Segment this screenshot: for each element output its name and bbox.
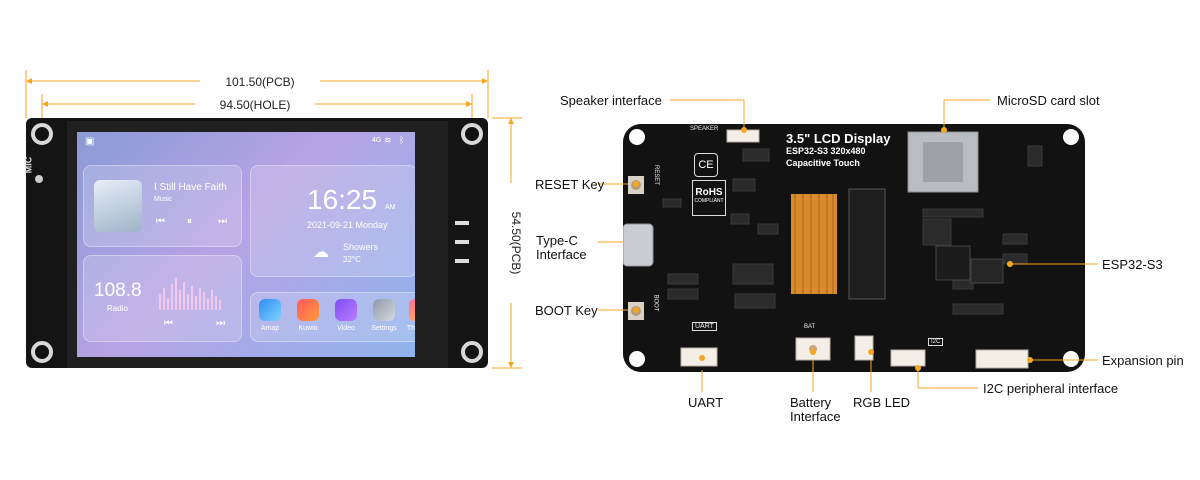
mic-icon [35,175,43,183]
side-mark [455,240,469,244]
silk-i2c: I2C [928,338,944,346]
side-mark [455,259,469,263]
radio-card[interactable]: 108.8 Radio ⏮ ⏭ [83,255,242,342]
bluetooth-icon: ᛒ [399,135,405,145]
status-signal: 4G [372,137,382,144]
app-label: Settings [371,325,397,332]
silk-speaker: SPEAKER [690,126,719,132]
callout-rgb: RGB LED [853,395,911,410]
callout-reset: RESET Key [535,177,605,192]
audio-visualizer [159,278,221,310]
rohs-sub: COMPLIANT [694,198,724,204]
app-dock: Amap Kuwio Video Settings Th [250,292,415,342]
rohs-text: RoHS [695,187,723,198]
callout-boot: BOOT Key [535,303,598,318]
app-label: Video [337,325,355,332]
hole-width-label: 94.50(HOLE) [195,98,315,112]
board-title: 3.5" LCD Display [786,131,891,146]
callout-typec-2: Interface [536,247,587,262]
album-art [94,180,142,232]
board-subtitle: ESP32-S3 320x480 [786,146,866,156]
next-icon[interactable]: ⏭ [218,216,227,227]
app-label: Amap [260,325,280,332]
app-label: Kuwio [298,325,318,332]
callout-i2c: I2C peripheral interface [983,381,1119,396]
theme-icon[interactable] [409,299,415,321]
rohs-mark: RoHS COMPLIANT [692,180,726,216]
lcd-screen: ▣ 4G ≋ ᛒ I Still Have Faith Music ⏮ ⏸ ⏭ … [77,132,415,357]
prev-icon[interactable]: ⏮ [164,318,173,329]
video-icon[interactable] [335,299,357,321]
silk-bat: BAT [804,324,816,330]
camera-icon: ▣ [85,136,95,147]
mounting-holes [31,123,483,363]
amap-icon[interactable] [259,299,281,321]
settings-icon[interactable] [373,299,395,321]
callout-typec-1: Type-C [536,233,578,248]
side-mark [455,221,469,225]
pause-icon[interactable]: ⏸ [187,216,192,227]
clock-card: 16:25 AM 2021-09-21 Monday ☁ Showers 32°… [250,165,415,277]
music-card[interactable]: I Still Have Faith Music ⏮ ⏸ ⏭ [83,165,242,247]
prev-icon[interactable]: ⏮ [156,216,165,227]
song-title: I Still Have Faith [154,182,227,193]
weather-icon: ☁ [313,244,329,261]
callout-expansion: Expansion pin [1102,353,1184,368]
wifi-icon: ≋ [384,135,392,145]
callout-uart: UART [688,395,724,410]
clock-time: 16:25 [307,184,378,215]
callout-esp32: ESP32-S3 [1102,257,1163,272]
callout-microsd: MicroSD card slot [997,93,1100,108]
board-touch: Capacitive Touch [786,158,860,168]
callout-speaker: Speaker interface [560,93,662,108]
callout-battery-1: Battery [790,395,832,410]
weather-condition: Showers [343,242,379,252]
song-subtitle: Music [154,196,173,203]
pcb-width-label: 101.50(PCB) [200,75,320,89]
back-pcb-details [623,129,1079,369]
radio-label: Radio [107,304,128,313]
callout-battery-2: Interface [790,409,841,424]
clock-date: 2021-09-21 Monday [307,220,388,230]
kuwio-icon[interactable] [297,299,319,321]
radio-frequency: 108.8 [94,280,142,301]
ce-mark: CE [694,153,718,177]
app-label: Th [406,325,415,332]
weather-temperature: 32°C [343,255,361,264]
next-icon[interactable]: ⏭ [216,318,225,329]
clock-ampm: AM [385,204,396,211]
silk-uart: UART [692,322,717,331]
